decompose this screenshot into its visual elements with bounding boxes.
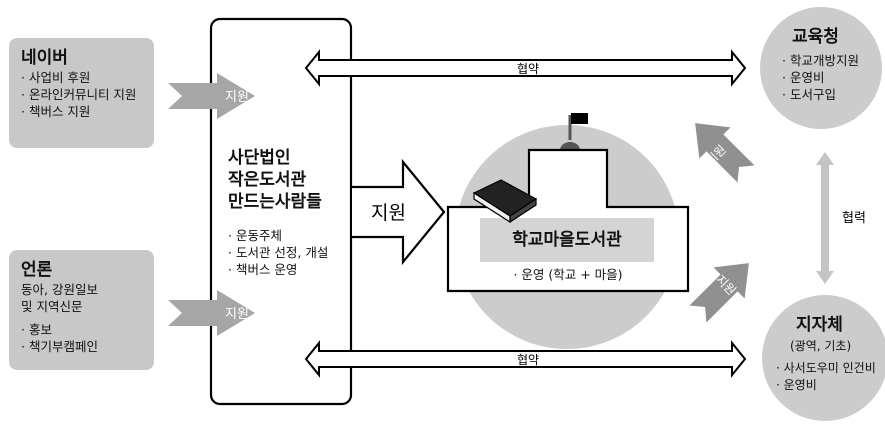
naver-support-arrow bbox=[168, 73, 255, 119]
bottom-arrow-label: 협약 bbox=[517, 352, 539, 367]
org-roles: · 운동주체 · 도서관 선정, 개설 · 책버스 운영 bbox=[228, 227, 328, 278]
localgov-items: · 사서도우미 인건비 · 운영비 bbox=[776, 360, 876, 394]
localgov-title: 지자체 bbox=[796, 315, 843, 335]
org-support-arrow bbox=[352, 158, 446, 266]
media-arrow-label: 지원 bbox=[225, 307, 249, 322]
office-item: · 도서구입 bbox=[782, 87, 836, 102]
media-support-arrow bbox=[168, 290, 255, 336]
media-box: 언론 동아, 강원일보 및 지역신문 · 홍보 · 책기부캠페인 bbox=[9, 250, 154, 370]
localgov-support-arrow bbox=[689, 263, 749, 323]
naver-item: · 온라인커뮤니티 지원 bbox=[21, 87, 137, 102]
org-name: 사단법인 작은도서관 만드는사람들 bbox=[228, 147, 322, 213]
media-line: 및 지역신문 bbox=[21, 299, 83, 314]
flag-base bbox=[560, 142, 580, 150]
naver-arrow-label: 지원 bbox=[225, 90, 249, 105]
naver-item: · 책버스 지원 bbox=[21, 104, 91, 119]
org-name-line: 작은도서관 bbox=[228, 170, 307, 190]
office-items: · 학교개방지원 · 운영비 · 도서구입 bbox=[782, 52, 859, 103]
org-name-line: 만드는사람들 bbox=[228, 192, 322, 212]
collab-arrow bbox=[816, 152, 834, 284]
localgov-circle bbox=[762, 295, 885, 421]
naver-box: 네이버 · 사업비 후원 · 온라인커뮤니티 지원 · 책버스 지원 bbox=[9, 38, 154, 148]
localgov-item: · 사서도우미 인건비 bbox=[776, 361, 876, 375]
office-item: · 학교개방지원 bbox=[782, 53, 859, 68]
office-title: 교육청 bbox=[792, 27, 839, 47]
org-item: · 도서관 선정, 개설 bbox=[228, 245, 329, 260]
bottom-agreement-arrow bbox=[304, 340, 747, 378]
media-title: 언론 bbox=[21, 260, 53, 280]
office-item: · 운영비 bbox=[782, 70, 825, 85]
library-subtitle: · 운영 (학교 + 마을) bbox=[513, 267, 623, 282]
book-icon bbox=[472, 179, 538, 224]
media-item: · 책기부캠페인 bbox=[21, 339, 98, 354]
top-agreement-arrow bbox=[304, 49, 747, 87]
org-item: · 책버스 운영 bbox=[228, 262, 298, 277]
naver-item: · 사업비 후원 bbox=[21, 70, 91, 85]
localgov-sub: (광역, 기초) bbox=[790, 339, 852, 353]
library-label-plate bbox=[480, 218, 654, 262]
collab-label: 협력 bbox=[842, 211, 866, 226]
library-title: 학교마을도서관 bbox=[512, 230, 622, 250]
localgov-item: · 운영비 bbox=[776, 378, 817, 392]
media-line: 동아, 강원일보 bbox=[21, 282, 98, 297]
org-item: · 운동주체 bbox=[228, 228, 282, 243]
office-circle bbox=[760, 7, 882, 129]
naver-title: 네이버 bbox=[21, 48, 68, 68]
flag-icon bbox=[571, 113, 588, 124]
media-item: · 홍보 bbox=[21, 322, 52, 337]
org-name-line: 사단법인 bbox=[228, 148, 291, 168]
office-support-arrow bbox=[695, 123, 755, 183]
top-arrow-label: 협약 bbox=[517, 61, 539, 76]
org-arrow-label: 지원 bbox=[371, 202, 406, 224]
